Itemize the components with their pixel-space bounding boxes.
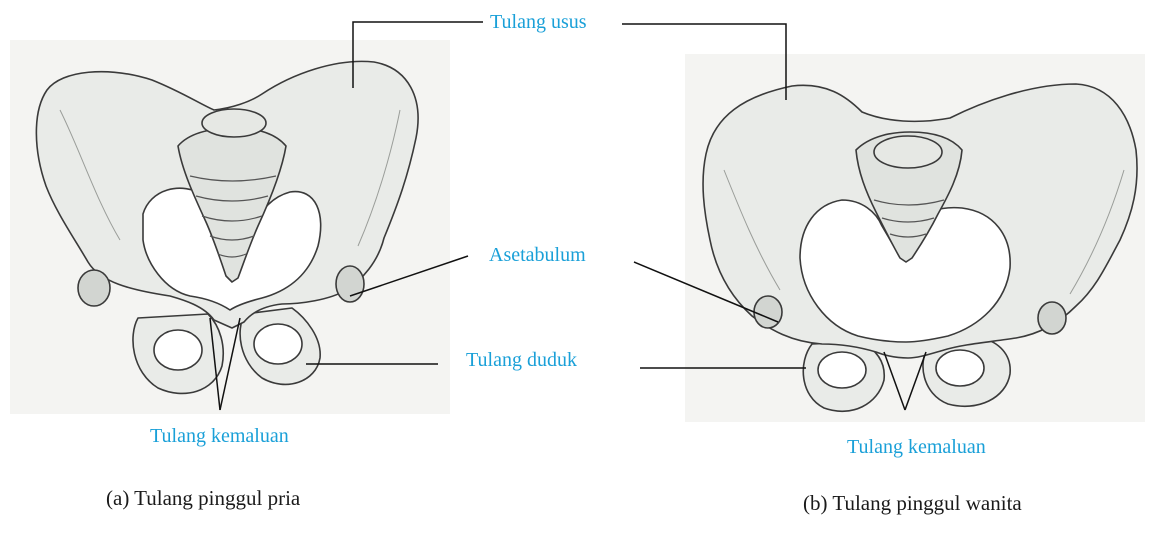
female-sacral-top [873,135,943,169]
label-acetabulum: Asetabulum [489,244,586,266]
label-ischium: Tulang duduk [466,349,577,371]
female-sacrum [855,131,963,263]
leader-lines [209,21,927,411]
female-pelvic-inlet [799,199,1011,343]
acetabulum-leader-male [349,255,469,297]
label-pubis-male: Tulang kemaluan [150,425,289,447]
label-ilium: Tulang usus [490,11,587,33]
pubis-leader-female-a [883,351,906,411]
caption-female: (b) Tulang pinggul wanita [803,491,1022,515]
female-pelvis-illustration [702,83,1138,413]
pubis-leader-male-b [219,317,241,411]
ilium-leader-female [622,23,787,100]
pubis-leader-female-b [904,351,927,411]
male-pelvis-illustration [35,60,419,395]
label-pubis-female: Tulang kemaluan [847,436,986,458]
pubis-leader-male-a [209,317,221,411]
ilium-leader-male [352,21,483,88]
acetabulum-leader-female [633,261,779,323]
caption-male: (a) Tulang pinggul pria [106,486,301,510]
male-sacral-top [201,108,267,138]
